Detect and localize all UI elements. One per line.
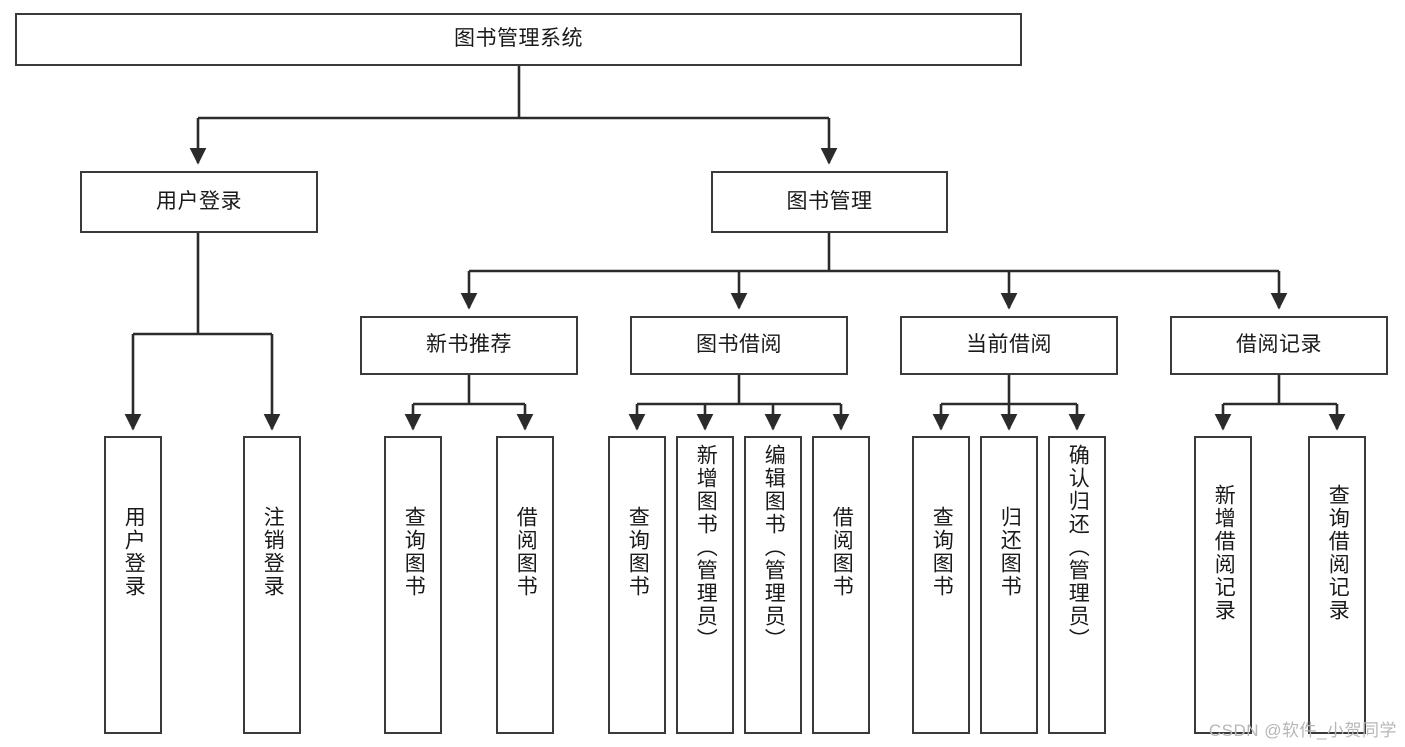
node-label: 查询图书: [402, 506, 426, 598]
watermark-text: CSDN @软件_小贺同学: [1208, 721, 1397, 740]
node-leaf-confirm-return-admin[interactable]: 确认归还（管理员）: [1048, 436, 1106, 734]
node-leaf-query-borrow-record[interactable]: 查询借阅记录: [1308, 436, 1366, 734]
node-leaf-query-book-current[interactable]: 查询图书: [912, 436, 970, 734]
node-current-borrow[interactable]: 当前借阅: [900, 316, 1118, 375]
node-book-borrow[interactable]: 图书借阅: [630, 316, 848, 375]
node-leaf-logout[interactable]: 注销登录: [243, 436, 301, 734]
node-label: 新增借阅记录: [1212, 484, 1236, 622]
node-label: 图书借阅: [696, 333, 782, 357]
node-borrow-records[interactable]: 借阅记录: [1170, 316, 1388, 375]
node-label: 编辑图书（管理员）: [762, 444, 786, 651]
node-label: 借阅图书: [514, 506, 538, 598]
node-leaf-add-borrow-record[interactable]: 新增借阅记录: [1194, 436, 1252, 734]
node-label: 图书管理: [786, 189, 873, 213]
node-label: 借阅图书: [830, 506, 854, 598]
node-label: 用户登录: [122, 506, 146, 598]
node-new-book-recommend[interactable]: 新书推荐: [360, 316, 578, 375]
node-label: 归还图书: [998, 506, 1022, 598]
node-leaf-borrow-book[interactable]: 借阅图书: [812, 436, 870, 734]
node-label: 新书推荐: [426, 333, 512, 357]
node-label: 用户登录: [156, 189, 242, 213]
node-label: 查询图书: [626, 506, 650, 598]
node-label: 确认归还（管理员）: [1066, 444, 1090, 651]
node-user-login[interactable]: 用户登录: [80, 171, 318, 233]
node-leaf-edit-book-admin[interactable]: 编辑图书（管理员）: [744, 436, 802, 734]
node-label: 注销登录: [261, 506, 285, 598]
node-label: 当前借阅: [966, 333, 1052, 357]
node-leaf-user-login[interactable]: 用户登录: [104, 436, 162, 734]
node-leaf-query-book-recommend[interactable]: 查询图书: [384, 436, 442, 734]
node-label: 新增图书（管理员）: [694, 444, 718, 651]
node-label: 借阅记录: [1236, 333, 1322, 357]
node-label: 查询图书: [930, 506, 954, 598]
node-root-system[interactable]: 图书管理系统: [15, 13, 1022, 66]
node-label: 图书管理系统: [454, 27, 583, 51]
node-label: 查询借阅记录: [1326, 484, 1350, 622]
node-leaf-query-book-borrow[interactable]: 查询图书: [608, 436, 666, 734]
node-leaf-borrow-book-recommend[interactable]: 借阅图书: [496, 436, 554, 734]
node-leaf-add-book-admin[interactable]: 新增图书（管理员）: [676, 436, 734, 734]
node-leaf-return-book[interactable]: 归还图书: [980, 436, 1038, 734]
node-book-management[interactable]: 图书管理: [711, 171, 948, 233]
